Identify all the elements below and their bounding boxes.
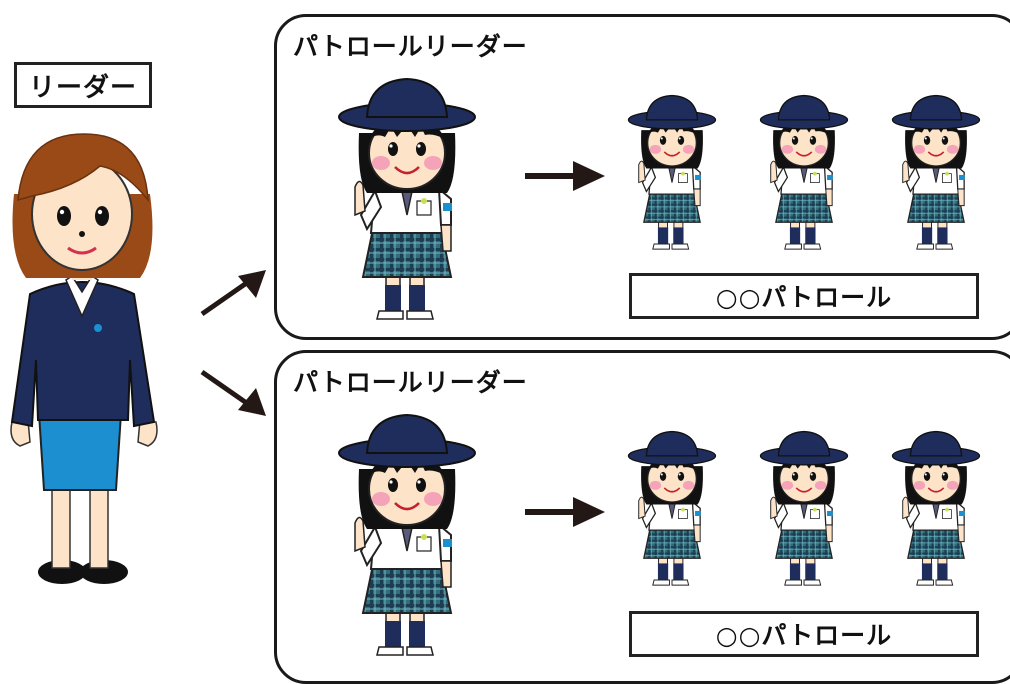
patrol-panel-1: パトロールリーダー ○○パトロール [274, 14, 1010, 340]
arrow-right-icon [525, 497, 605, 527]
patrol-leader-title: パトロールリーダー [293, 32, 528, 61]
patrol-member-scout [891, 94, 981, 250]
patrol-member-scout [891, 430, 981, 586]
patrol-leader-scout [337, 413, 477, 657]
patrol-name-box: ○○パトロール [629, 273, 979, 319]
leader-label-text: リーダー [28, 72, 137, 103]
patrol-leader-title: パトロールリーダー [293, 368, 528, 397]
patrol-member-scout [627, 94, 717, 250]
patrol-member-scout [759, 94, 849, 250]
arrow-to-patrol-2 [200, 369, 266, 416]
patrol-member-scout [759, 430, 849, 586]
patrol-leader-scout [337, 77, 477, 321]
patrol-panel-2: パトロールリーダー ○○パトロール [274, 350, 1010, 684]
adult-leader-illustration [10, 133, 158, 584]
patrol-member-scout [627, 430, 717, 586]
arrow-right-icon [525, 161, 605, 191]
arrow-to-patrol-1 [200, 270, 266, 317]
patrol-name: ○○パトロール [715, 283, 893, 312]
patrol-name-box: ○○パトロール [629, 611, 979, 657]
leader-label: リーダー [14, 62, 152, 108]
patrol-name: ○○パトロール [715, 621, 893, 650]
